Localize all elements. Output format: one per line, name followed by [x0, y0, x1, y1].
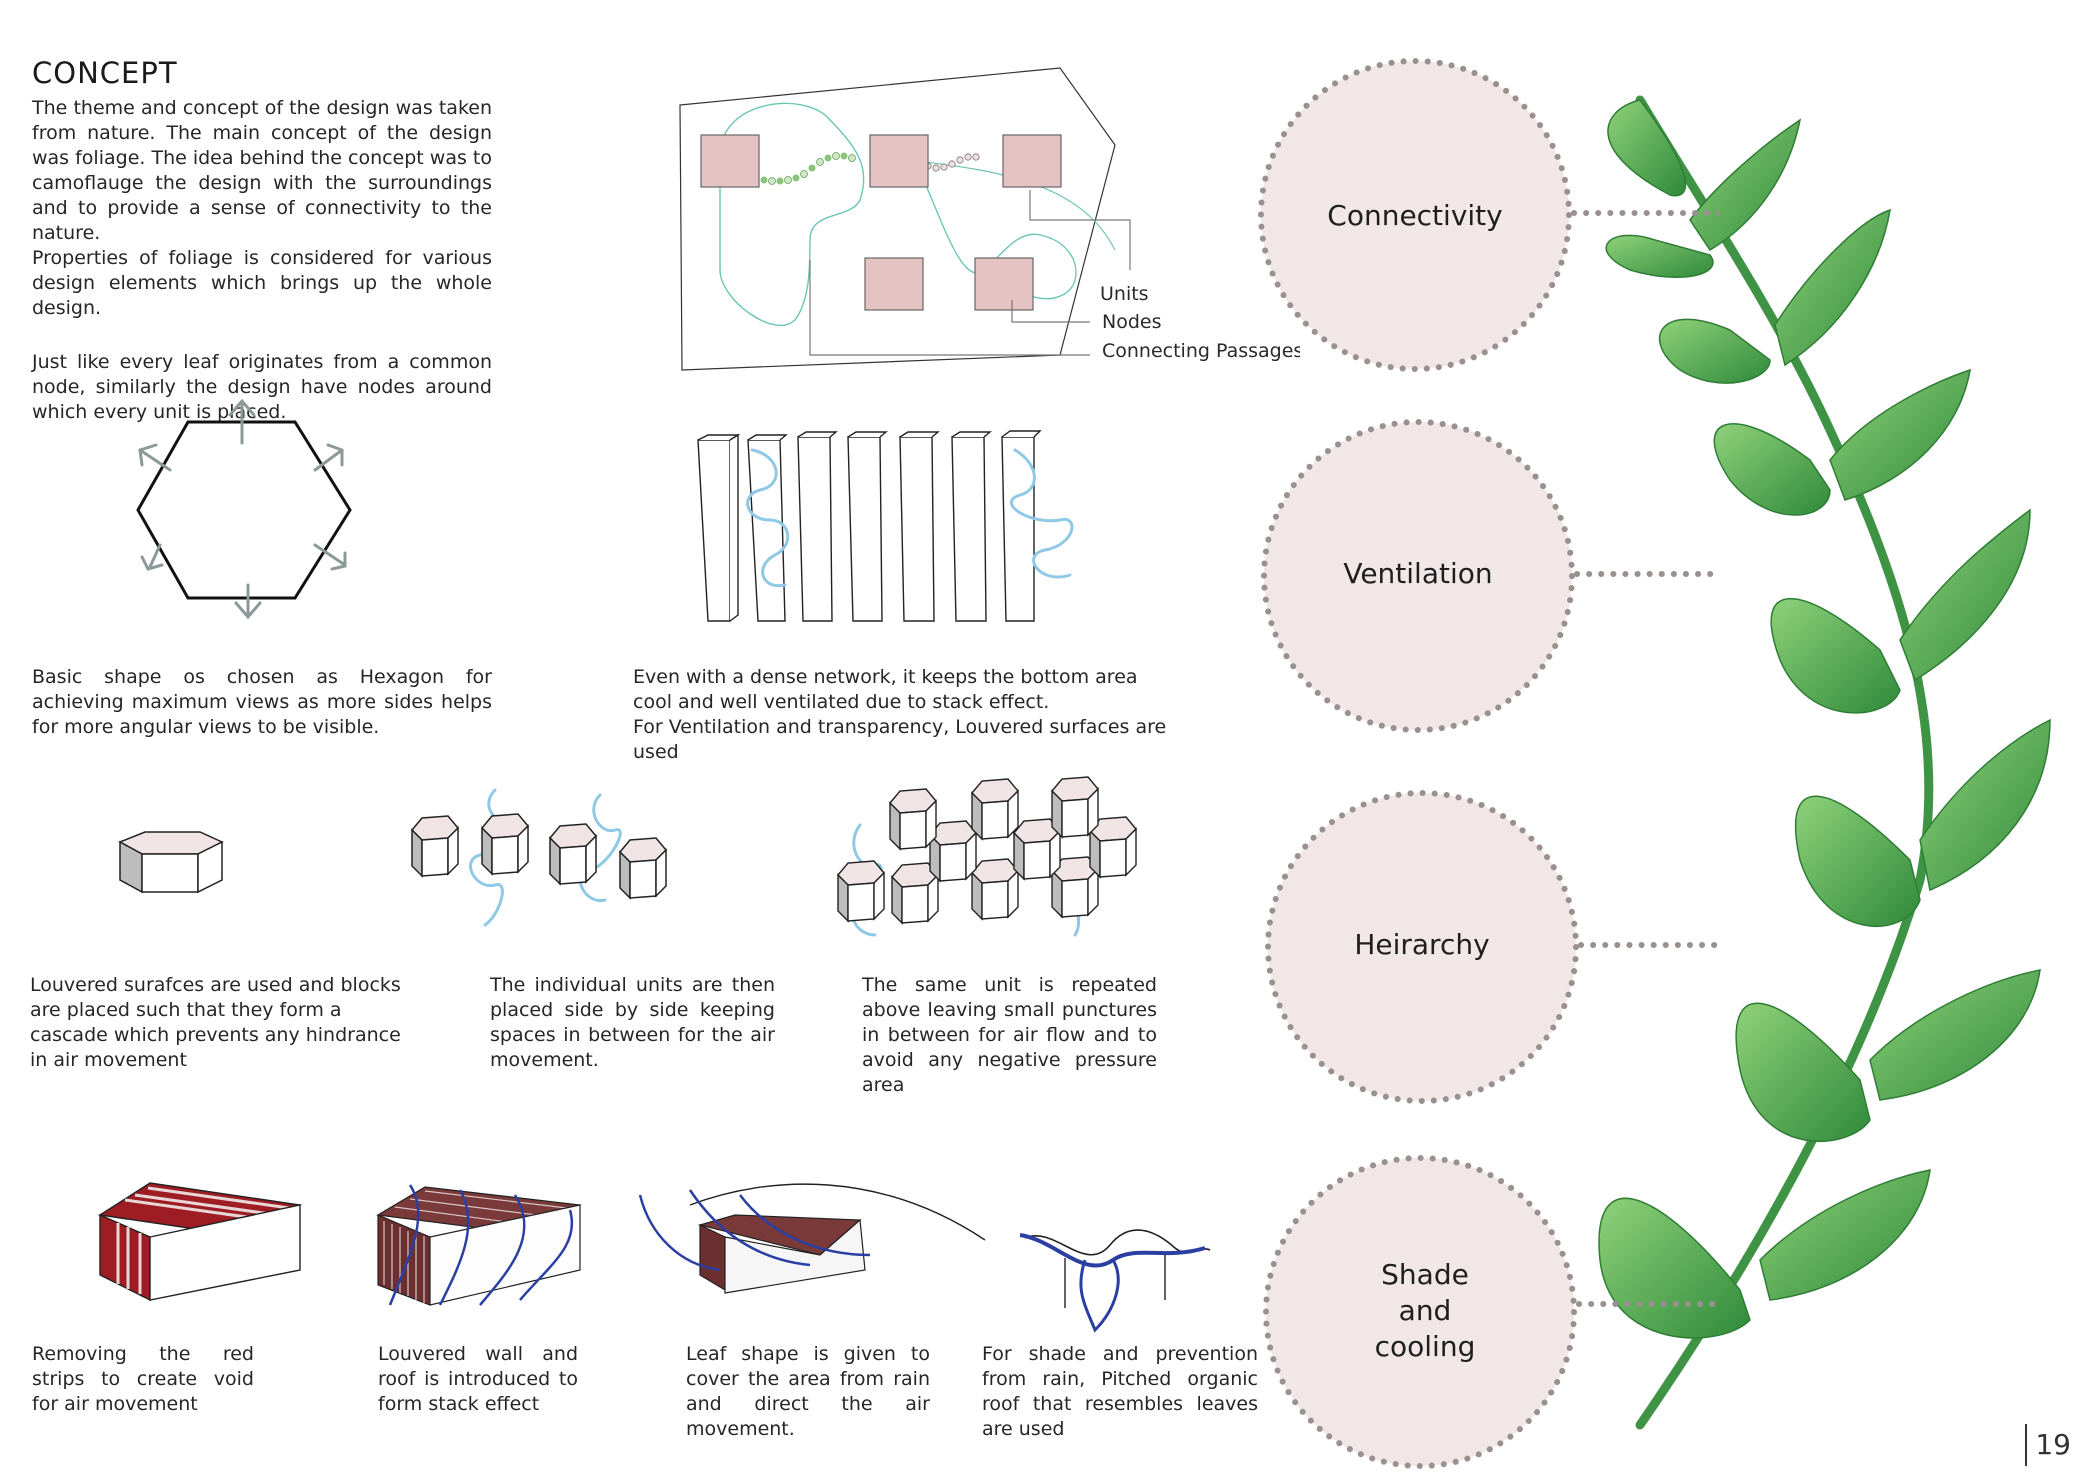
label-hierarchy: Heirarchy	[1272, 927, 1572, 963]
caption-leaf-shape: Leaf shape is given to cover the area fr…	[686, 1342, 930, 1442]
stacked-hex-blocks	[820, 775, 1170, 945]
caption-ventilation: Even with a dense network, it keeps the …	[633, 665, 1173, 765]
hexagon-diagram	[120, 395, 360, 625]
unit-block	[870, 135, 928, 187]
caption-louvered-roof: Louvered wall and roof is introduced to …	[378, 1342, 578, 1417]
intro-text: The theme and concept of the design was …	[32, 96, 492, 425]
page-number: 19	[2025, 1424, 2071, 1466]
caption-red-strips: Removing the red strips to create void f…	[32, 1342, 254, 1417]
label-shade-line-3: cooling	[1275, 1329, 1575, 1365]
label-connectivity: Connectivity	[1265, 198, 1565, 234]
unit-block	[701, 135, 759, 187]
label-ventilation: Ventilation	[1268, 556, 1568, 592]
caption-ventilation-1: Even with a dense network, it keeps the …	[633, 665, 1173, 715]
label-shade-cooling: Shade and cooling	[1275, 1257, 1575, 1365]
pitched-roof-sketch	[1015, 1220, 1215, 1340]
unit-block	[865, 258, 923, 310]
legend-nodes: Nodes	[1102, 311, 1162, 333]
unit-block	[1003, 135, 1061, 187]
caption-repeated: The same unit is repeated above leaving …	[862, 973, 1157, 1098]
leaf-shape-sketch	[630, 1175, 990, 1305]
single-hex-block	[110, 820, 240, 900]
label-shade-line-1: Shade	[1275, 1257, 1575, 1293]
legend-units: Units	[1100, 283, 1149, 305]
page-title: CONCEPT	[32, 56, 178, 90]
louvered-wall-sketch	[370, 1175, 600, 1315]
louver-columns-diagram	[690, 425, 1090, 630]
intro-paragraph-2: Properties of foliage is considered for …	[32, 246, 492, 321]
caption-hexagon: Basic shape os chosen as Hexagon for ach…	[32, 665, 492, 740]
hexagon-shape	[138, 422, 350, 598]
caption-cascade: Louvered surafces are used and blocks ar…	[30, 973, 410, 1073]
side-by-side-hex-blocks	[400, 780, 700, 935]
dotted-connectors	[1574, 213, 1720, 1304]
red-strip-block	[90, 1175, 310, 1310]
unit-block	[975, 258, 1033, 310]
intro-paragraph-1: The theme and concept of the design was …	[32, 96, 492, 246]
arrow-icons	[140, 401, 345, 617]
caption-pitched-roof: For shade and prevention from rain, Pitc…	[982, 1342, 1258, 1442]
label-shade-line-2: and	[1275, 1293, 1575, 1329]
caption-ventilation-2: For Ventilation and transparency, Louver…	[633, 715, 1173, 765]
site-diagram: Units Nodes Connecting Passages	[660, 60, 1300, 380]
caption-side-by-side: The individual units are then placed sid…	[490, 973, 775, 1073]
